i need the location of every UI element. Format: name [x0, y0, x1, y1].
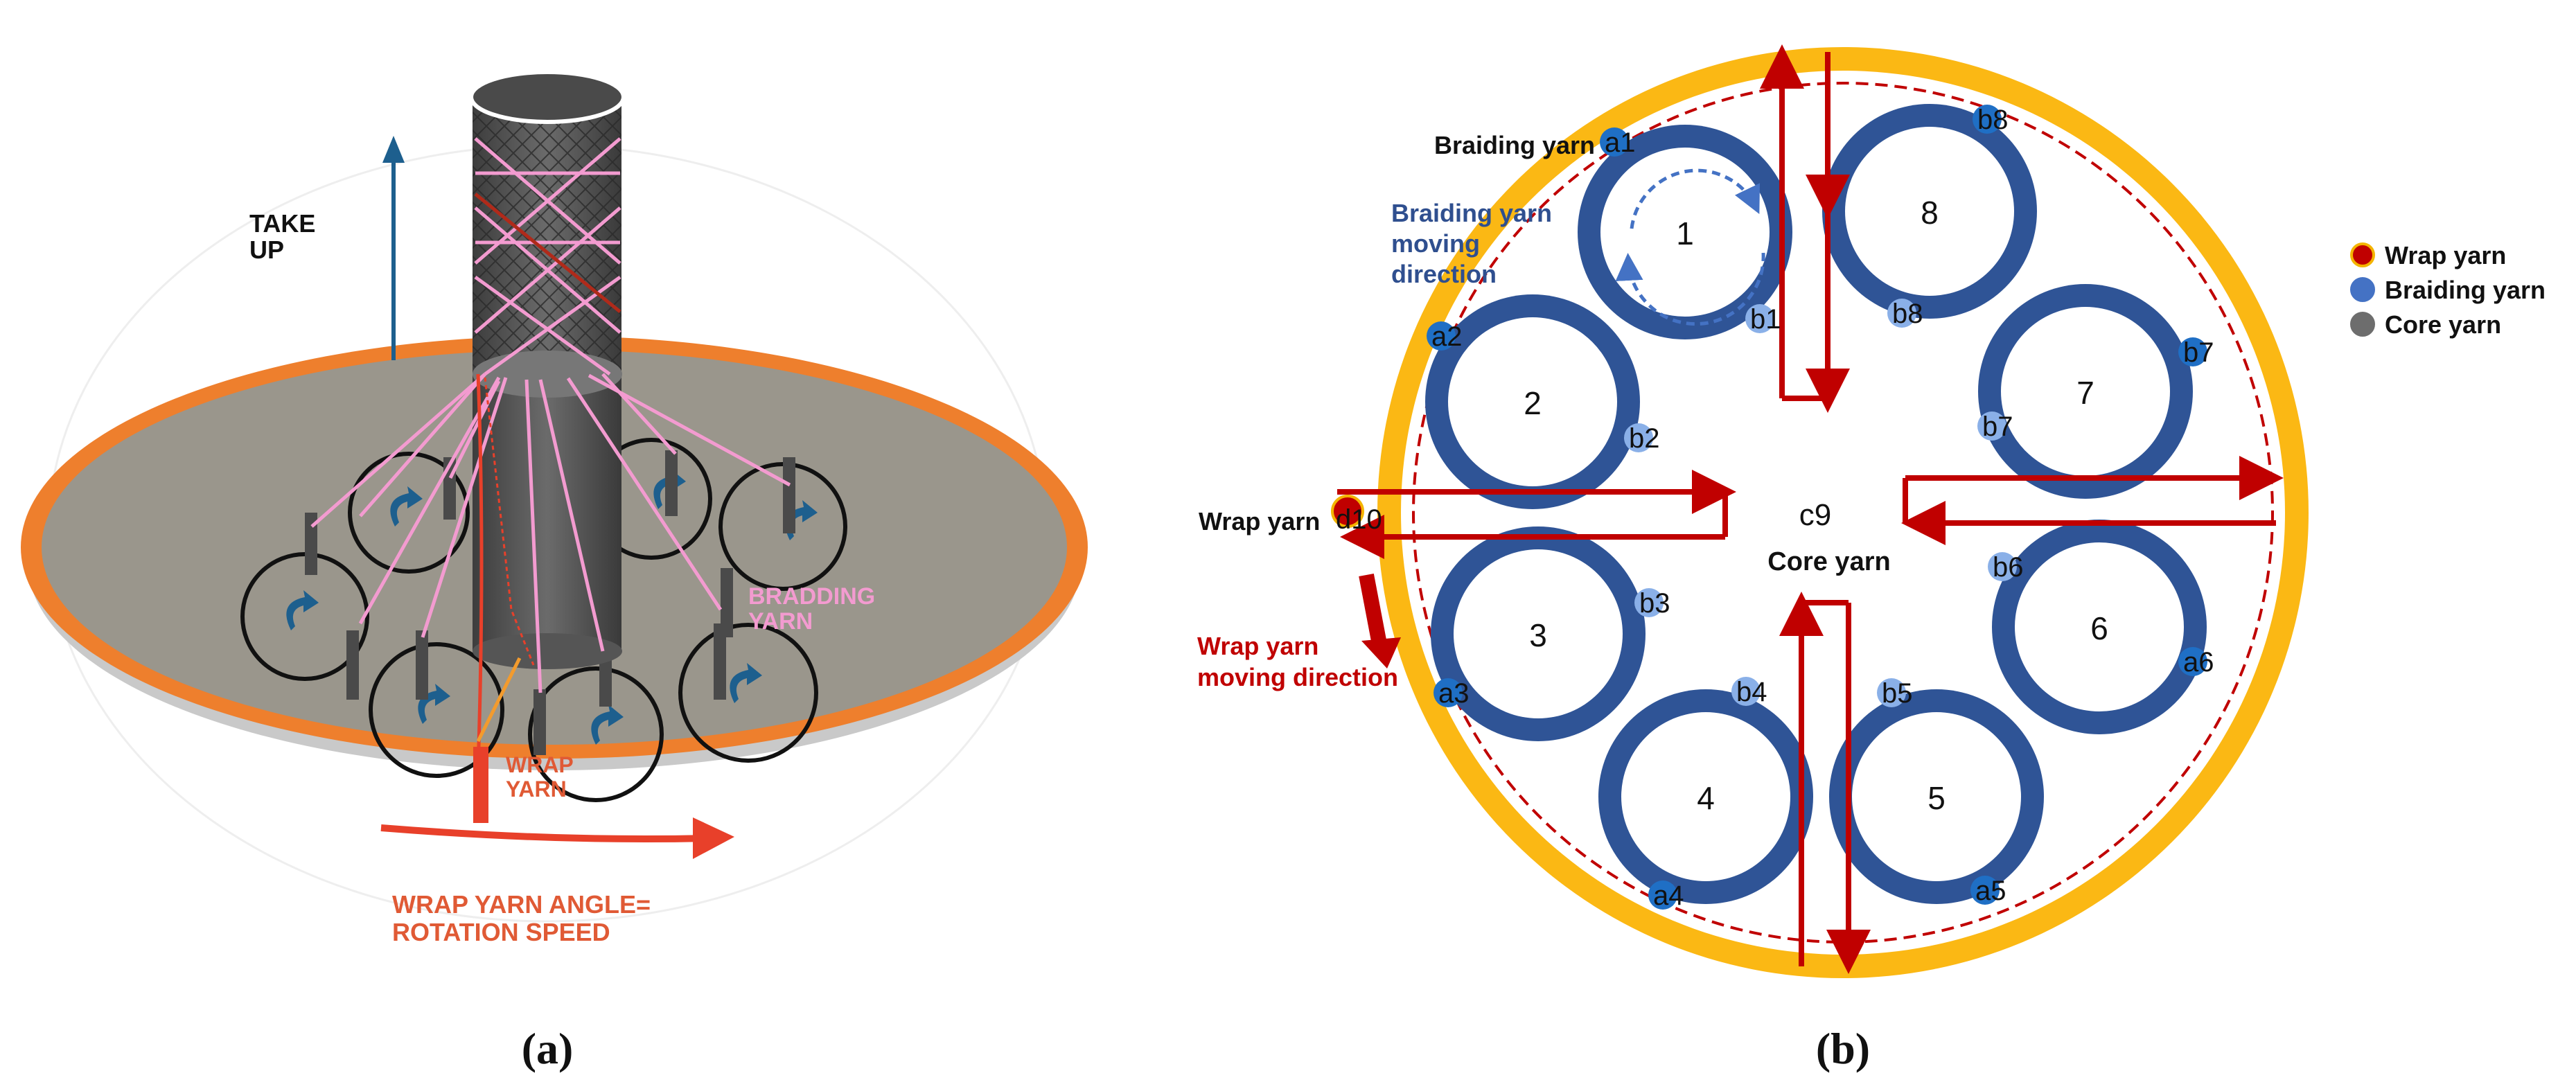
yarn-dot-a3: [1433, 678, 1463, 707]
yarn-dot-a2: [1427, 321, 1456, 351]
wrap-dir-label-1: Wrap yarn: [1197, 632, 1318, 660]
rotation-arrow: [380, 824, 707, 842]
yarn-dot-b6: [1988, 552, 2017, 581]
carrier-label-4: 4: [1697, 780, 1715, 816]
wrap-path-dashed: [1412, 82, 2274, 944]
core-yarn-label: Core yarn: [1767, 547, 1890, 576]
yarn-label-a4: a4: [1653, 880, 1684, 911]
panel-a-braiding-machine: TAKE UP: [21, 70, 1088, 1073]
yarn-dot-a1: [1600, 127, 1629, 157]
carrier-label-5: 5: [1927, 780, 1946, 816]
wrap-label-1: WRAP: [506, 752, 574, 777]
carrier-label-2: 2: [1524, 385, 1542, 421]
yarn-dot-a4: [1648, 880, 1677, 910]
yarn-label-a3: a3: [1438, 678, 1470, 709]
yarn-label-a2: a2: [1431, 321, 1463, 352]
braiding-yarns: [310, 373, 791, 693]
bradding-label-1: BRADDING: [748, 583, 875, 610]
yarn-label-b2: b2: [1629, 423, 1660, 454]
yarn-dot-b8: [1887, 299, 1916, 328]
wrap-yarn-label: Wrap yarn: [1199, 507, 1320, 535]
yarn-label-b8: b8: [1892, 299, 1923, 329]
wrap-channels: [1337, 44, 2284, 974]
legend-label-2: Core yarn: [2385, 310, 2501, 339]
wrap-yarn-dot: [1331, 495, 1364, 528]
braid-pattern: [474, 137, 621, 376]
angle-label-2: ROTATION SPEED: [392, 918, 610, 946]
wrap-direction-arrow: [1359, 573, 1388, 650]
angle-label-1: WRAP YARN ANGLE=: [392, 890, 651, 919]
yarn-label-b6: b6: [1993, 552, 2024, 583]
carrier-tracks: [240, 438, 847, 802]
carrier-rings: 1 2 3 4 5 6 7 8: [1425, 104, 2207, 904]
carrier-label-3: 3: [1529, 617, 1547, 653]
legend-swatch-1: [2350, 277, 2375, 302]
yarn-label-a5: a5: [1975, 876, 2006, 906]
yarn-dot-a8: [1973, 105, 2002, 134]
legend-swatch-0: [2350, 242, 2375, 267]
carrier-label-7: 7: [2076, 375, 2094, 411]
carrier-label-6: 6: [2090, 610, 2108, 646]
yarn-label-b7: b7: [1982, 411, 2013, 442]
legend-label-1: Braiding yarn: [2385, 276, 2546, 304]
yarn-dot-b5: [1877, 678, 1906, 707]
yarn-label-b1: b1: [1750, 304, 1781, 335]
wrap-label-2: YARN: [506, 777, 567, 802]
yarn-label-a1: a1: [1605, 127, 1636, 158]
take-up-label-1: TAKE: [249, 209, 315, 238]
yarn-dots: a1 b1 a2 b2 b3 a3 b4 a4 b5 a5 a6 b6 b7 b7 b8 b8: [1427, 105, 2214, 911]
yarn-label-a7: b7: [2183, 337, 2214, 368]
braiding-yarn-label: Braiding yarn: [1434, 131, 1595, 159]
bobbin-posts: [305, 450, 795, 755]
yarn-dot-a6: [2178, 647, 2207, 676]
yarn-dot-b2: [1624, 423, 1653, 452]
take-up-label-2: UP: [249, 236, 284, 264]
braiding-dir-label-2: moving: [1391, 229, 1480, 258]
braiding-dir-label-3: direction: [1391, 260, 1497, 288]
yarn-label-a6: a6: [2183, 647, 2214, 678]
yarn-label-b5: b5: [1882, 678, 1913, 709]
yarn-dot-b1: [1745, 304, 1774, 333]
take-up-arrow-head: [382, 136, 405, 163]
wrap-yarn-line: [476, 373, 484, 770]
bradding-label-2: YARN: [748, 608, 813, 635]
yarn-label-b4: b4: [1736, 677, 1767, 707]
rotation-arrow-head: [693, 817, 734, 859]
yarn-label-b3: b3: [1639, 588, 1670, 619]
braiding-dir-label-1: Braiding yarn: [1391, 199, 1552, 227]
legend-label-0: Wrap yarn: [2385, 241, 2506, 269]
yarn-dot-b4: [1731, 677, 1761, 706]
carrier-rotation-icons: [286, 469, 818, 745]
core-top: [469, 70, 626, 124]
yarn-label-a8: b8: [1977, 105, 2009, 135]
caption-b: (b): [1816, 1024, 1870, 1073]
wrap-yarn-id: d10: [1336, 504, 1382, 535]
wrap-dir-label-2: moving direction: [1197, 663, 1398, 691]
braiding-direction-arc-1: [1630, 168, 1761, 229]
caption-a: (a): [522, 1024, 574, 1073]
carrier-label-1: 1: [1676, 215, 1694, 251]
yarn-dot-b7: [1977, 411, 2006, 441]
carrier-label-8: 8: [1921, 195, 1939, 231]
legend-swatch-2: [2350, 312, 2375, 337]
yarn-dot-a7: [2178, 337, 2207, 366]
yarn-dot-a5: [1970, 876, 2000, 905]
core-id: c9: [1799, 498, 1831, 532]
yarn-dot-b3: [1634, 588, 1664, 617]
braiding-direction-arc-2: [1615, 252, 1765, 326]
wrap-yarn-carrier: [473, 747, 488, 823]
